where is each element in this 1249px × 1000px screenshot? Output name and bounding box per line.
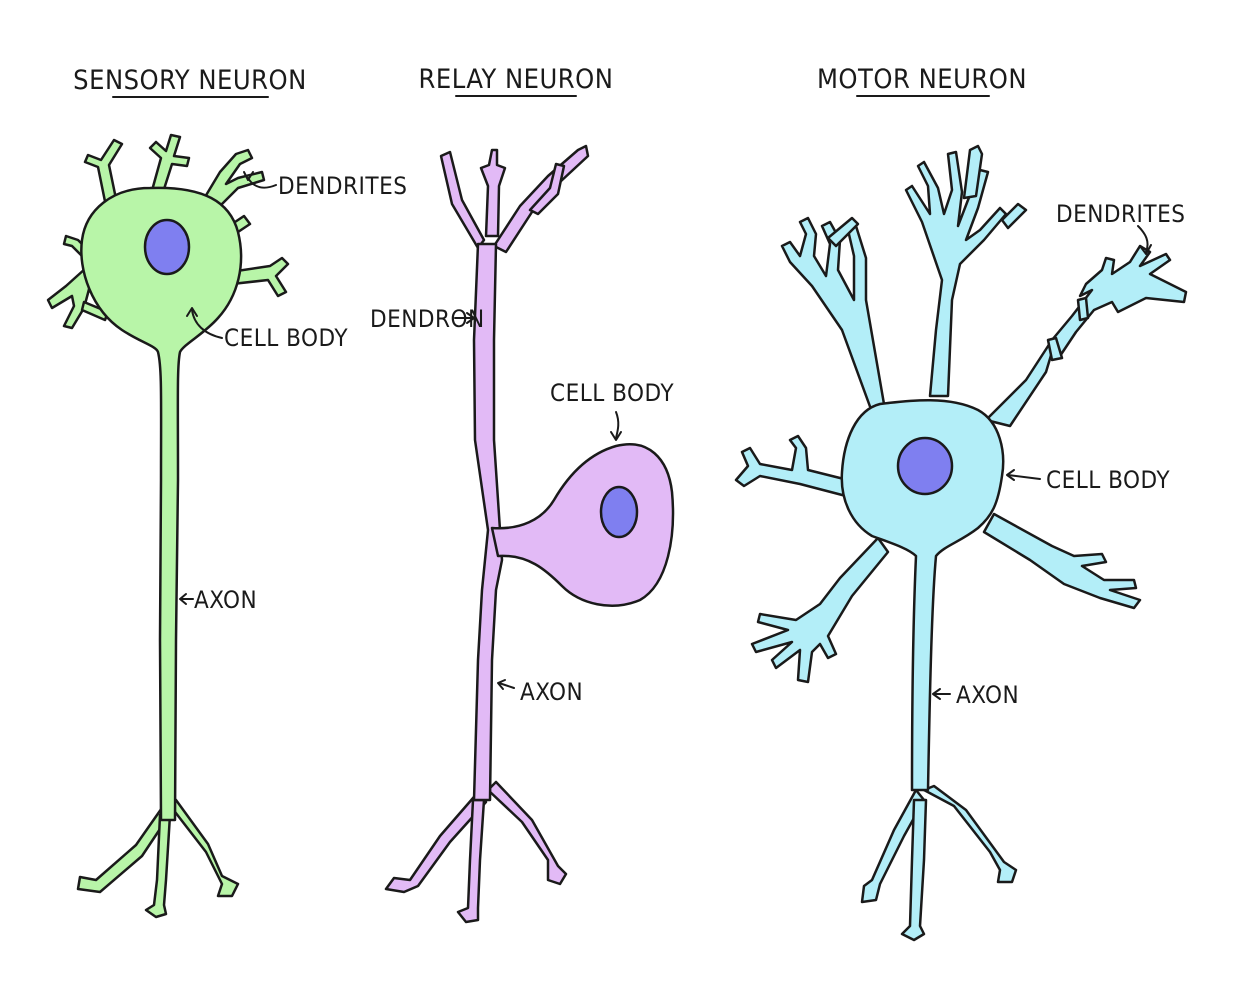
sensory-title: SENSORY NEURON — [73, 65, 307, 96]
relay-pointers — [454, 95, 622, 690]
relay-neuron-fill — [384, 144, 675, 924]
sensory-cell-body-label: CELL BODY — [224, 324, 348, 352]
sensory-neuron: SENSORY NEURON DENDRITES CELL BODY AXON — [46, 65, 407, 919]
motor-dendrites-label: DENDRITES — [1056, 200, 1185, 228]
motor-nucleus — [896, 436, 954, 496]
motor-pointers — [856, 95, 1152, 700]
motor-title: MOTOR NEURON — [817, 64, 1027, 95]
motor-neuron-fill — [734, 144, 1188, 942]
relay-nucleus — [599, 485, 639, 539]
motor-neuron: MOTOR NEURON DENDRITES CELL BODY AXON — [734, 64, 1188, 942]
sensory-dendrites-label: DENDRITES — [278, 172, 407, 200]
motor-axon-label: AXON — [956, 681, 1019, 709]
sensory-axon-label: AXON — [194, 586, 257, 614]
relay-axon-label: AXON — [520, 678, 583, 706]
relay-neuron: RELAY NEURON DENDRON CELL BODY AXON — [370, 64, 675, 924]
relay-title: RELAY NEURON — [419, 64, 614, 95]
relay-dendron-label: DENDRON — [370, 305, 485, 333]
sensory-nucleus — [143, 218, 191, 276]
motor-cell-body-label: CELL BODY — [1046, 466, 1170, 494]
relay-cell-body-label: CELL BODY — [550, 379, 674, 407]
sensory-pointers — [112, 96, 277, 605]
sensory-neuron-fill — [46, 133, 290, 919]
